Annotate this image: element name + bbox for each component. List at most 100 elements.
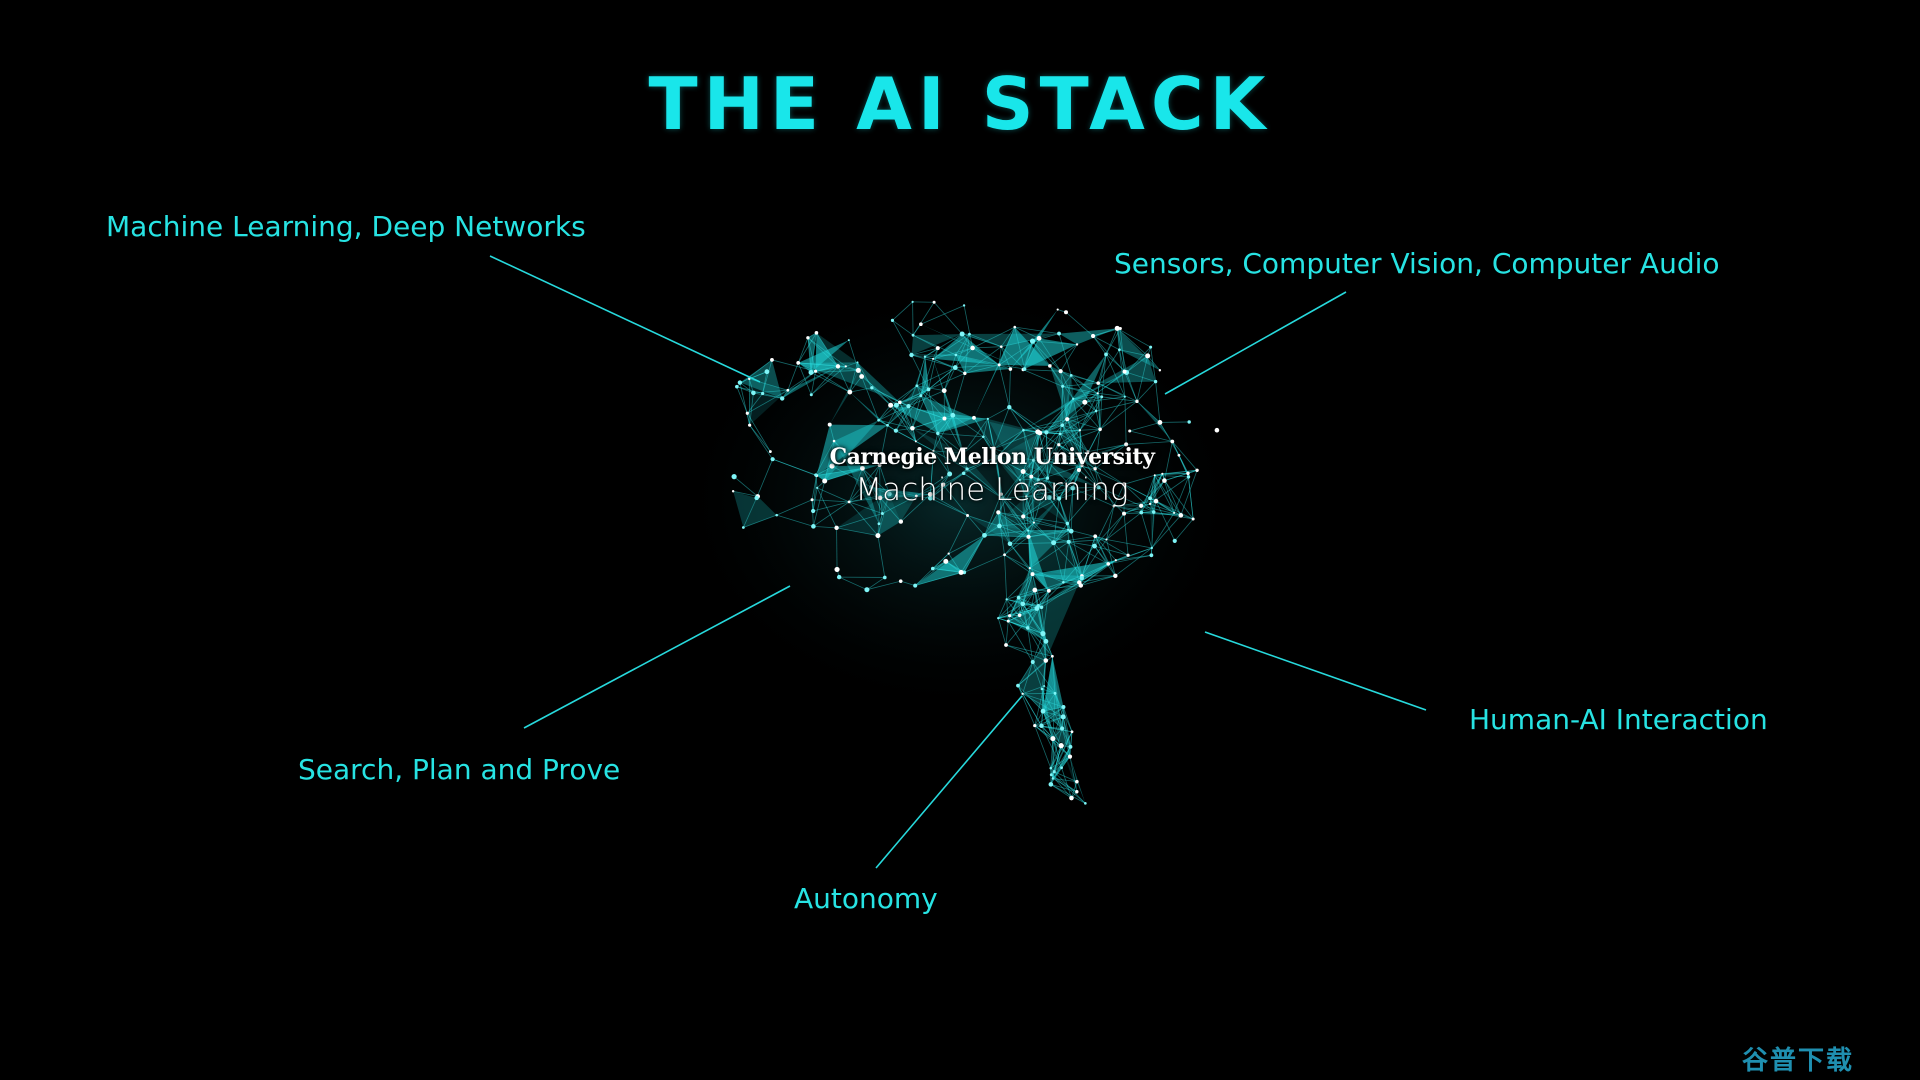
mesh-edge <box>966 457 997 470</box>
mesh-edge <box>1034 716 1064 726</box>
mesh-node <box>847 500 851 504</box>
mesh-node <box>1061 384 1065 388</box>
mesh-edge <box>1009 406 1041 434</box>
mesh-edge <box>1051 656 1056 694</box>
mesh-edge <box>1058 433 1061 445</box>
mesh-edge <box>1115 554 1152 561</box>
mesh-facet <box>1045 660 1064 717</box>
mesh-node <box>1186 471 1190 476</box>
mesh-edge <box>998 364 1010 408</box>
mesh-edge <box>1032 641 1047 663</box>
mesh-node <box>997 616 1000 620</box>
mesh-edge <box>937 432 984 438</box>
mesh-edge <box>1031 476 1060 499</box>
mesh-edge <box>930 484 944 499</box>
mesh-edge <box>1047 461 1083 466</box>
mesh-edge <box>999 525 1011 544</box>
mesh-edge <box>1028 529 1069 538</box>
mesh-edge <box>987 418 997 458</box>
mesh-node <box>1114 559 1117 562</box>
mesh-edge <box>932 333 970 360</box>
mesh-edge <box>1106 539 1152 549</box>
mesh-edge <box>1022 603 1044 634</box>
mesh-edge <box>1094 429 1101 469</box>
mesh-edge <box>911 354 934 360</box>
mesh-edge <box>1084 459 1125 485</box>
mesh-edge <box>998 606 1042 619</box>
mesh-edge <box>1058 444 1080 471</box>
mesh-node <box>1021 692 1024 695</box>
mesh-node <box>835 364 841 369</box>
mesh-edge <box>920 305 965 325</box>
label-autonomy: Autonomy <box>794 882 938 915</box>
mesh-node <box>1005 598 1008 601</box>
mesh-edge <box>1006 573 1033 600</box>
mesh-edge <box>1072 487 1115 507</box>
mesh-edge <box>1022 693 1064 708</box>
mesh-edge <box>1123 484 1154 513</box>
mesh-edge <box>1058 444 1096 470</box>
mesh-edge <box>1188 476 1194 519</box>
mesh-edge <box>1140 473 1163 513</box>
mesh-edge <box>1159 422 1180 456</box>
mesh-node <box>1082 457 1088 463</box>
mesh-node <box>1016 683 1020 688</box>
mesh-edge <box>1042 710 1063 729</box>
mesh-facet <box>1043 656 1063 729</box>
mesh-node <box>981 435 985 439</box>
mesh-edge <box>1053 529 1069 544</box>
mesh-facet <box>749 378 788 426</box>
mesh-edge <box>1116 328 1120 350</box>
mesh-edge <box>1022 603 1039 607</box>
mesh-edge <box>1032 333 1060 342</box>
mesh-edge <box>1022 661 1034 694</box>
mesh-edge <box>943 390 954 416</box>
mesh-edge <box>1054 693 1073 732</box>
mesh-edge <box>987 406 1010 420</box>
mesh-node <box>1040 708 1046 714</box>
mesh-edge <box>1046 418 1068 433</box>
mesh-facet <box>1060 375 1082 466</box>
mesh-edge <box>743 497 757 528</box>
mesh-edge <box>1028 530 1072 532</box>
mesh-edge <box>1081 536 1096 577</box>
mesh-edge <box>1031 461 1049 477</box>
mesh-edge <box>1018 590 1049 599</box>
mesh-edge <box>999 364 1025 370</box>
mesh-edge <box>998 498 1003 527</box>
mesh-edge <box>916 385 945 392</box>
mesh-edge <box>816 465 833 476</box>
mesh-edge <box>1041 725 1054 739</box>
mesh-edge <box>962 333 1002 348</box>
mesh-node <box>919 322 923 327</box>
mesh-edge <box>1023 516 1068 524</box>
mesh-node <box>1086 450 1090 453</box>
mesh-edge <box>877 497 881 536</box>
mesh-node <box>1151 510 1156 514</box>
mesh-node <box>1065 521 1070 526</box>
mesh-edge <box>812 487 818 512</box>
mesh-edge <box>998 605 1039 619</box>
brain-network-mesh <box>731 300 1220 805</box>
mesh-node <box>1035 429 1041 435</box>
mesh-edge <box>1022 603 1029 628</box>
mesh-edge <box>1039 424 1063 434</box>
mesh-edge <box>1054 693 1064 718</box>
mesh-edge <box>973 417 994 450</box>
mesh-node <box>1043 658 1049 663</box>
mesh-edge <box>1116 328 1148 357</box>
connector-line-human-ai <box>1204 631 1427 711</box>
mesh-edge <box>1009 615 1044 634</box>
mesh-node <box>1173 511 1176 514</box>
mesh-edge <box>1050 731 1073 775</box>
mesh-edge <box>1034 725 1062 746</box>
mesh-edge <box>1058 498 1072 532</box>
mesh-edge <box>857 362 873 388</box>
mesh-facet <box>911 334 963 356</box>
mesh-node <box>906 404 911 409</box>
mesh-edge <box>1053 523 1068 544</box>
mesh-edge <box>1068 529 1107 540</box>
mesh-edge <box>1162 469 1198 475</box>
mesh-edge <box>912 395 922 429</box>
